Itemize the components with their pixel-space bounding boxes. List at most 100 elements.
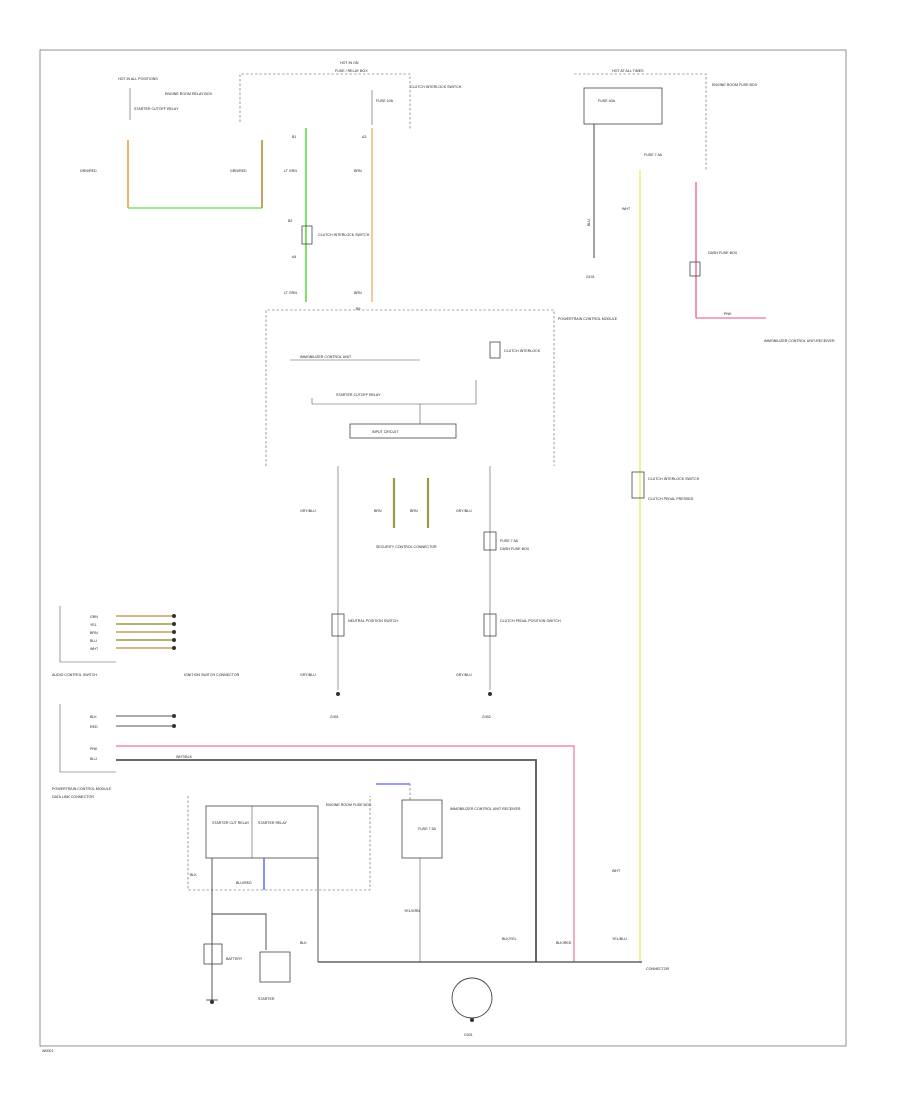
ground-g301: G301 [464,1033,473,1037]
bottom-wire-3: BLK/YEL [502,937,517,941]
wire-pink-long [116,745,575,962]
top-left-header: HOT IN ALL POSITIONS [118,77,158,81]
clutch-interlock-switch [301,225,313,245]
bottom-wire-blk: BLK [300,941,307,945]
fuse-40a-label: FUSE 40A [598,99,616,103]
audio-switch-pins [116,614,176,650]
starter-motor [259,951,291,983]
neutral-switch-label: NEUTRAL POSITION SWITCH [348,619,398,623]
engine-room-fuse-box-label: ENGINE ROOM FUSE BOX [326,803,372,807]
pcm-line3: STARTER CUTOFF RELAY [336,393,381,397]
immobilizer-receiver-fuse: FUSE 7.5A [418,827,437,831]
center-pin-b2: B2 [288,219,292,223]
battery [203,943,223,965]
pcm-module-label: POWERTRAIN CONTROL MODULE [52,787,112,791]
wire-orange-label-b: BRN [354,291,362,295]
engine-fuse-box-dashed [187,796,371,891]
neutral-switch-box [331,613,345,637]
wire-left-label: GRN/RED [80,169,97,173]
top-center-box-note: CLUTCH INTERLOCK SWITCH [410,85,462,89]
pcm-module-pin-3: PNK [90,747,98,751]
mid-right-label: GRY/BLU [456,509,472,513]
audio-switch-outline [59,606,116,663]
right-clutch-switch-label: CLUTCH INTERLOCK SWITCH [648,477,700,481]
audio-pin-5: WHT [90,647,99,651]
pcm-clutch-switch [489,341,501,359]
right-clutch-switch-box [631,471,645,499]
pcm-module-note: DATA LINK CONNECTOR [52,795,94,799]
starter-relay-label: STARTER RELAY [258,821,288,825]
pcm-line4: INPUT CIRCUIT [372,430,399,434]
ground-symbol-left [336,692,340,696]
mid-bottom-right: GRY/BLU [456,673,472,677]
wire-battery-loop [211,913,267,950]
clutch-pedal-switch-box [483,613,497,637]
wire-blu-red-label: BLU/RED [236,881,252,885]
starter-cut-relay [205,805,319,859]
bottom-wire-1: BLK [190,873,197,877]
engine-room-fuse-box [583,87,663,125]
mid-left-label: GRY/BLU [300,509,316,513]
clutch-interlock-switch-label: CLUTCH INTERLOCK SWITCH [318,233,370,237]
ground-g402: G402 [482,715,491,719]
fuse-relay-box-outline [239,73,411,130]
pcm-inner-rule [311,380,477,405]
immobilizer-receiver-box [401,799,443,859]
wire-green-label-a: LT GRN [284,169,297,173]
fuse-7-5a-label: FUSE 7.5A [644,153,663,157]
ground-ring-pin [470,1018,474,1022]
top-left-fuse-label: STARTER CUTOFF RELAY [134,107,179,111]
audio-pin-3: BRN [90,631,98,635]
center-pin-a3: A3 [362,135,366,139]
ground-g101: G101 [586,275,595,279]
wire-blu-label: BLU [587,219,591,226]
ground-ring [451,977,493,1019]
bottom-wire-2: YEL/GRN [404,909,420,913]
center-pin-b1: B1 [292,135,296,139]
pcm-module-pin-1: BLK [90,715,97,719]
battery-label: BATTERY [226,957,243,961]
audio-pin-2: YEL [90,623,97,627]
top-right-component-a: ENGINE ROOM FUSE BOX [712,83,758,87]
audio-switch-label: AUDIO CONTROL SWITCH [52,673,97,677]
mid-relay-note: DASH FUSE BOX [500,547,530,551]
pcm-module-pins [116,714,176,728]
top-right-dashed [574,73,707,170]
mid-relay-label: FUSE 7.5A [500,539,519,543]
ground-symbol-right [488,692,492,696]
top-center-header: HOT IN ON [340,61,359,65]
footer-code: W0001 [42,1049,53,1053]
pcm-input-circuit [349,423,457,439]
wire-right-label: GRN/RED [230,169,247,173]
wire-pnk-label: PNK [724,312,732,316]
top-left-component: ENGINE ROOM RELAY BOX [165,92,213,96]
bottom-wire-6: YEL/BLU [612,937,627,941]
wire-wht-blk-label: WHT/BLK [176,755,193,759]
pcm-module-pin-4: BLU [90,757,97,761]
mid-wire-a-label: BRN [374,509,382,513]
dash-fuse-box-element [689,261,701,277]
pcm-title: POWERTRAIN CONTROL MODULE [558,317,618,321]
audio-pin-1: GRN [90,615,98,619]
center-pin-a4: A4 [292,255,296,259]
ignition-connector-label: IGNITION SWITCH CONNECTOR [184,673,240,677]
pcm-line1: IMMOBILIZER CONTROL UNIT [300,355,352,359]
mid-relay-box [483,531,497,551]
wire-green-label-b: LT GRN [284,291,297,295]
center-pin-b9: B9 [356,307,360,311]
fuse-relay-box-title: FUSE / RELAY BOX [335,69,368,73]
mid-bottom-left: GRY/BLU [300,673,316,677]
top-center-fuse: FUSE 10A [376,99,394,103]
wire-orange-label-a: BRN [354,169,362,173]
ground-point-battery [210,1000,214,1004]
wire-wht-label-top: WHT [622,207,631,211]
audio-pin-4: BLU [90,639,97,643]
right-clutch-switch-note: CLUTCH PEDAL PRESSED [648,497,694,501]
pcm-clutch-label: CLUTCH INTERLOCK [504,349,541,353]
mid-wire-b-label: BRN [410,509,418,513]
ground-g401: G401 [330,715,339,719]
starter-cut-relay-label: STARTER CUT RELAY [212,821,250,825]
top-right-component-b: DASH FUSE BOX [708,251,738,255]
clutch-pedal-switch-label: CLUTCH PEDAL POSITION SWITCH [500,619,561,623]
